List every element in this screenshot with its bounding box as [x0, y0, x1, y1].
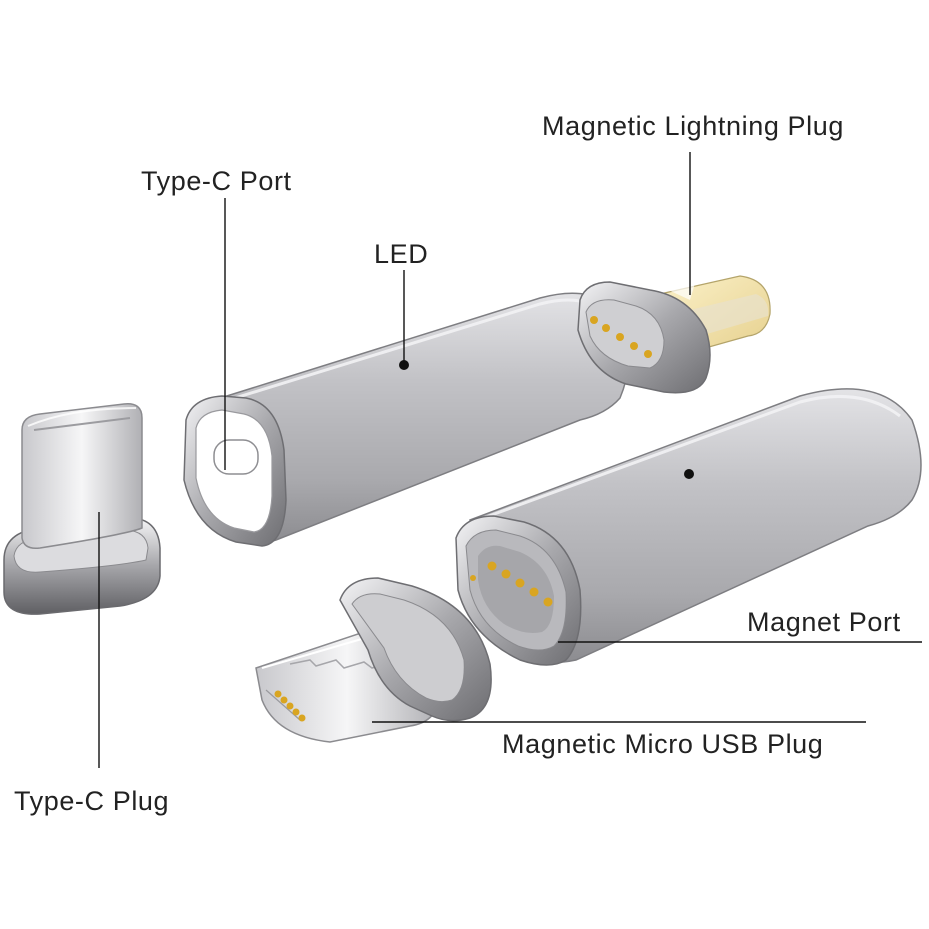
label-type-c-port: Type-C Port: [141, 166, 292, 196]
magnetic-micro-usb-plug: [255, 577, 492, 743]
label-magnetic-micro-usb-plug: Magnetic Micro USB Plug: [502, 729, 824, 759]
label-type-c-plug: Type-C Plug: [14, 786, 170, 816]
type-c-plug: [3, 403, 161, 615]
magnet-port-adapter: [455, 388, 922, 666]
label-led: LED: [374, 239, 429, 269]
label-magnet-port: Magnet Port: [747, 607, 901, 637]
leader-lines: [98, 152, 922, 768]
magnetic-lightning-plug: [577, 275, 771, 394]
label-magnetic-lightning-plug: Magnetic Lightning Plug: [542, 111, 844, 141]
